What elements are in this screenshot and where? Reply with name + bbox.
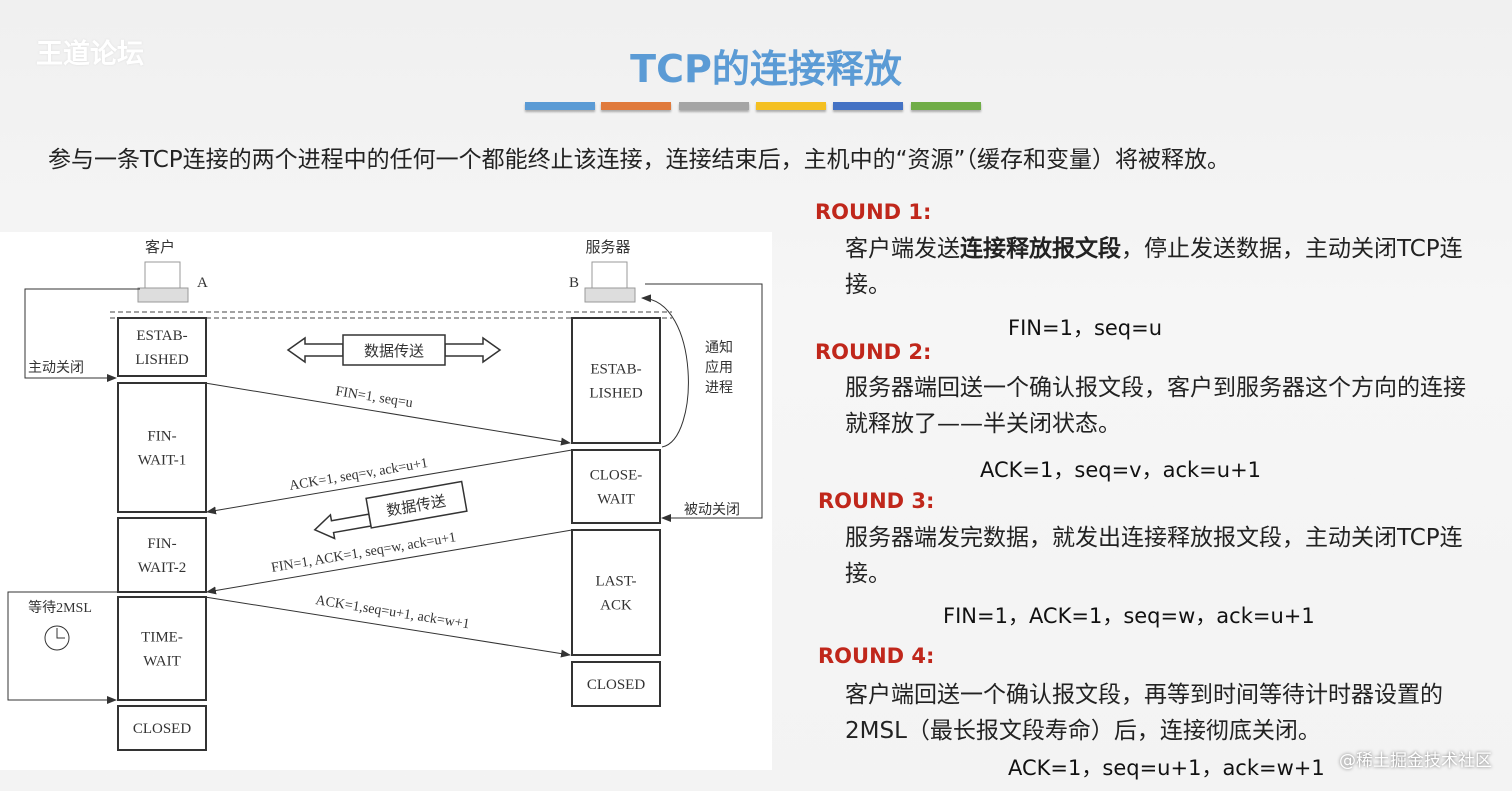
accent-bar (756, 102, 826, 110)
label-b: B (569, 275, 579, 291)
round-2-text: 服务器端回送一个确认报文段，客户到服务器这个方向的连接就释放了——半关闭状态。 (845, 375, 1466, 437)
round-4-eq: ACK=1，seq=u+1，ack=w+1 (1008, 756, 1325, 780)
round-2-heading: ROUND 2: (815, 340, 932, 364)
passive-close-label: 被动关闭 (684, 502, 740, 518)
msg-fin-ack: FIN=1, ACK=1, seq=w, ack=u+1 (270, 530, 457, 576)
notify-label: 通知 (705, 339, 733, 356)
tcp-release-diagram: 客户 服务器 A B ESTAB-LISHEDFIN-WAIT-1FIN-WAI… (7, 239, 763, 751)
watermark: @稀土掘金技术社区 (1339, 751, 1492, 771)
intro-text: 参与一条TCP连接的两个进程中的任何一个都能终止该连接，连接结束后，主机中的“资… (48, 147, 1230, 173)
server-state-label: CLOSED (587, 677, 646, 693)
client-state-box (117, 517, 207, 593)
client-computer-icon (137, 261, 189, 303)
round-1-eq: FIN=1，seq=u (1008, 316, 1163, 340)
notify-label: 进程 (705, 380, 733, 396)
msg-ack: ACK=1, seq=v, ack=u+1 (288, 456, 429, 494)
notify-curve (641, 294, 689, 448)
server-state-label: CLOSE- (590, 468, 643, 484)
client-state-label: ESTAB- (136, 328, 187, 344)
round-3-heading: ROUND 3: (818, 489, 935, 513)
server-state-box (571, 449, 661, 524)
client-state-label: CLOSED (133, 721, 192, 737)
round-4-text: 客户端回送一个确认报文段，再等到时间等待计时器设置的2MSL（最长报文段寿命）后… (845, 682, 1443, 744)
passive-close-line (645, 283, 763, 522)
logo: 王道论坛 (36, 39, 144, 70)
round-1-bold: 连接释放报文段 (960, 236, 1121, 262)
accent-bar (525, 102, 595, 110)
server-state-label: ESTAB- (590, 362, 641, 378)
client-state-box (117, 382, 207, 513)
client-state-box (117, 596, 207, 701)
client-label: 客户 (145, 239, 175, 256)
round-4-heading: ROUND 4: (818, 644, 935, 668)
server-state-box (571, 317, 661, 444)
server-state-label: ACK (600, 598, 632, 614)
server-state-label: LAST- (595, 574, 636, 590)
notify-label: 应用 (705, 359, 733, 376)
client-state-label: TIME- (141, 630, 183, 646)
active-close-label: 主动关闭 (28, 360, 84, 376)
fin-ack-arrow (206, 529, 573, 595)
round-1-heading: ROUND 1: (815, 200, 932, 224)
data-transfer-arrow-2: 数据传送 (313, 480, 468, 540)
fin-arrow (204, 382, 571, 446)
server-state-box (571, 661, 661, 707)
client-state-box (117, 317, 207, 377)
final-ack-arrow (204, 596, 571, 658)
server-state-box (571, 529, 661, 656)
ack-arrow (206, 449, 573, 515)
wait-2msl-line (7, 591, 118, 704)
accent-bar (679, 102, 749, 110)
client-state-label: LISHED (135, 352, 188, 368)
round-3-text: 服务器端发完数据，就发出连接释放报文段，主动关闭TCP连接。 (845, 525, 1463, 587)
round-1-text: 客户端发送连接释放报文段，停止发送数据，主动关闭TCP连接。 (845, 231, 1485, 303)
server-computer-icon (584, 261, 636, 303)
client-state-label: WAIT-1 (138, 453, 187, 469)
label-a: A (197, 275, 208, 291)
round-1-post: ，停止发送数据，主动关闭TCP连接。 (845, 236, 1463, 298)
client-state-box (117, 705, 207, 751)
client-state-label: FIN- (147, 536, 176, 552)
server-label: 服务器 (585, 239, 630, 256)
client-state-label: WAIT (143, 654, 181, 670)
server-state-label: WAIT (597, 492, 635, 508)
data-transfer-label: 数据传送 (364, 343, 424, 360)
accent-bar (601, 102, 671, 110)
round-2-eq: ACK=1，seq=v，ack=u+1 (980, 458, 1262, 482)
server-state-label: LISHED (589, 386, 642, 402)
clock-icon (44, 625, 70, 651)
client-state-label: FIN- (147, 429, 176, 445)
accent-bar (833, 102, 903, 110)
active-close-line (24, 288, 140, 382)
msg-fin: FIN=1, seq=u (334, 384, 413, 411)
slide-title: TCP的连接释放 (630, 47, 902, 91)
client-state-label: WAIT-2 (138, 560, 187, 576)
round-1-pre: 客户端发送 (845, 236, 960, 262)
wait-2msl-label: 等待2MSL (28, 599, 92, 616)
round-3-eq: FIN=1，ACK=1，seq=w，ack=u+1 (943, 604, 1315, 628)
data-transfer-double-arrow (286, 334, 502, 366)
accent-bar (911, 102, 981, 110)
